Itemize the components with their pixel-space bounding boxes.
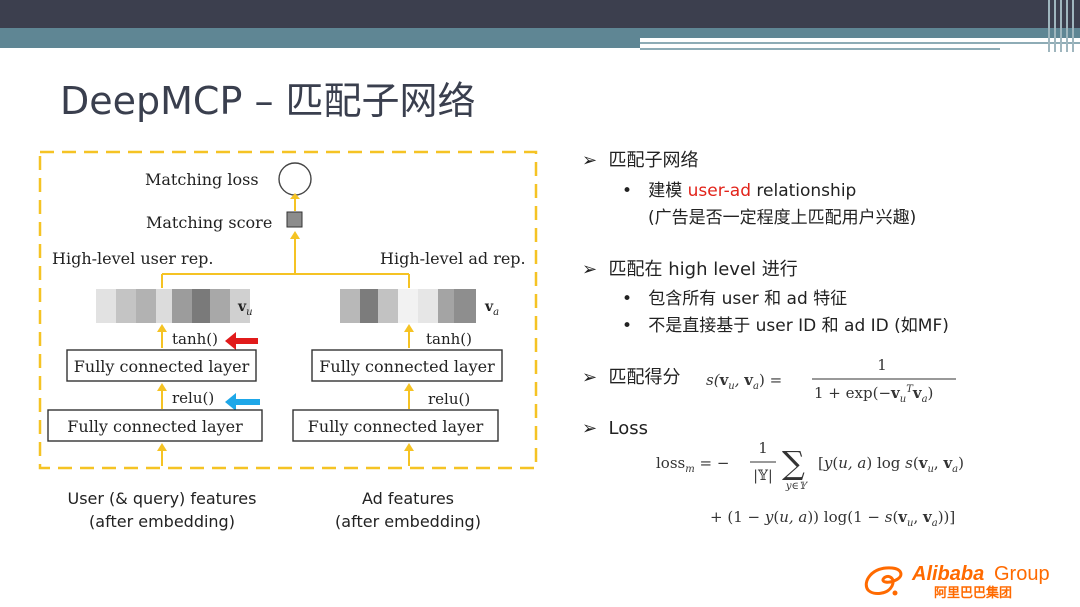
header-bars bbox=[1046, 0, 1080, 52]
loss-frac-den: |𝕐| bbox=[753, 468, 772, 484]
fc-lower-ad-label: Fully connected layer bbox=[308, 417, 484, 436]
svg-text:va: va bbox=[484, 299, 499, 318]
svg-text:+ (1 − y(u, a)) log(1 − s(vu,: + (1 − y(u, a)) log(1 − s(vu, va))] bbox=[710, 508, 955, 529]
high-level-ad-label: High-level ad rep. bbox=[380, 249, 526, 268]
loss-frac-num: 1 bbox=[758, 439, 768, 457]
tanh-user-label: tanh() bbox=[172, 330, 218, 348]
sub-bullet-modeling: • 建模 user-ad relationship bbox=[622, 181, 857, 201]
svg-text:[y(u, a) log s(vu, va): [y(u, a) log s(vu, va) bbox=[818, 454, 964, 475]
header-bar bbox=[0, 0, 1080, 28]
v-ad-sub: a bbox=[493, 307, 499, 318]
ad-features-line2: (after embedding) bbox=[335, 512, 481, 531]
fc-upper-ad-label: Fully connected layer bbox=[319, 357, 495, 376]
loss-sum-sub: y∈𝕐 bbox=[785, 481, 809, 492]
sub-bullet-features: • 包含所有 user 和 ad 特征 bbox=[622, 289, 848, 309]
v-user-sub: u bbox=[246, 307, 252, 318]
tanh-ad-label: tanh() bbox=[426, 330, 472, 348]
loss-sub: m bbox=[685, 464, 694, 475]
loss-formula: lossm = − 1 |𝕐| ∑ y∈𝕐 [y(u, a) log s(vu,… bbox=[656, 439, 964, 529]
logo-cn: 阿里巴巴集团 bbox=[934, 585, 1012, 601]
fc-upper-user-box bbox=[66, 349, 257, 382]
score-numerator: 1 bbox=[877, 356, 887, 374]
bullet-matching-subnet-text: 匹配子网络 bbox=[608, 150, 699, 171]
header-stripe bbox=[0, 28, 1080, 38]
bullet-loss-text: Loss bbox=[608, 418, 649, 439]
fc-upper-ad-box bbox=[311, 349, 503, 382]
header-stripe-left bbox=[0, 38, 640, 48]
fc-upper-user-label: Fully connected layer bbox=[74, 357, 250, 376]
user-features-caption: User (& query) features (after embedding… bbox=[62, 487, 262, 533]
features-text: 包含所有 user 和 ad 特征 bbox=[648, 289, 848, 309]
matching-loss-label: Matching loss bbox=[145, 170, 259, 189]
sub-bullet-not-id: • 不是直接基于 user ID 和 ad ID (如MF) bbox=[622, 316, 949, 336]
fc-lower-user-box bbox=[47, 409, 263, 442]
svg-text:s(vu, va) =: s(vu, va) = bbox=[706, 371, 782, 392]
modeling-pre: 建模 bbox=[648, 181, 688, 201]
header-line-2 bbox=[640, 48, 1000, 50]
high-level-user-label: High-level user rep. bbox=[52, 249, 213, 268]
fc-lower-user-label: Fully connected layer bbox=[67, 417, 243, 436]
matching-score-label: Matching score bbox=[146, 213, 272, 232]
ad-features-caption: Ad features (after embedding) bbox=[322, 487, 494, 533]
logo-group: Group bbox=[994, 563, 1050, 585]
v-ad-label: v bbox=[484, 299, 494, 315]
slide-title: DeepMCP – 匹配子网络 bbox=[60, 79, 476, 123]
blue-arrow-icon bbox=[225, 393, 260, 411]
bullet-high-level-text: 匹配在 high level 进行 bbox=[608, 259, 798, 280]
matching-subnetwork-diagram: Matching loss Matching score High-level … bbox=[38, 150, 538, 470]
logo-brand: Alibaba bbox=[911, 563, 984, 585]
svg-text:lossm = −: lossm = − bbox=[656, 454, 729, 475]
not-id-text: 不是直接基于 user ID 和 ad ID (如MF) bbox=[648, 316, 949, 336]
alibaba-group-logo: Alibaba Group 阿里巴巴集团 bbox=[862, 560, 1072, 602]
svg-text:∑: ∑ bbox=[782, 444, 805, 482]
user-features-line1: User (& query) features bbox=[67, 489, 257, 508]
relu-ad-label: relu() bbox=[428, 390, 470, 408]
matching-score-square bbox=[286, 211, 303, 228]
loss-lhs: loss bbox=[656, 454, 685, 472]
alibaba-logo-icon: Alibaba Group 阿里巴巴集团 bbox=[864, 563, 1050, 601]
modeling-red: user-ad bbox=[687, 181, 751, 201]
ad-rep-vector bbox=[340, 289, 476, 323]
v-user-label: v bbox=[237, 299, 247, 315]
svg-text:1 + exp(−vuTva): 1 + exp(−vuTva) bbox=[814, 384, 933, 405]
dashed-border bbox=[38, 150, 538, 470]
user-rep-vector bbox=[96, 289, 250, 323]
modeling-post: relationship bbox=[751, 181, 857, 201]
sub-bullet-interest: (广告是否一定程度上匹配用户兴趣) bbox=[648, 208, 917, 228]
svg-text:vu: vu bbox=[237, 299, 253, 318]
header-line bbox=[640, 42, 1080, 44]
relu-user-label: relu() bbox=[172, 389, 214, 407]
ad-features-line1: Ad features bbox=[361, 489, 454, 508]
score-formula: s(vu, va) = 1 1 + exp(−vuTva) bbox=[706, 356, 956, 405]
bullet-high-level: ➢ 匹配在 high level 进行 bbox=[582, 259, 798, 280]
matching-loss-circle bbox=[278, 162, 312, 196]
bullet-matching-score-text: 匹配得分 bbox=[608, 367, 681, 388]
fc-lower-ad-box bbox=[292, 409, 499, 442]
bullet-matching-score: ➢ 匹配得分 bbox=[582, 367, 681, 388]
bullet-loss: ➢ Loss bbox=[582, 418, 649, 439]
bullet-matching-subnet: ➢ 匹配子网络 bbox=[582, 150, 699, 171]
red-arrow-icon bbox=[225, 332, 258, 350]
user-features-line2: (after embedding) bbox=[89, 512, 235, 531]
